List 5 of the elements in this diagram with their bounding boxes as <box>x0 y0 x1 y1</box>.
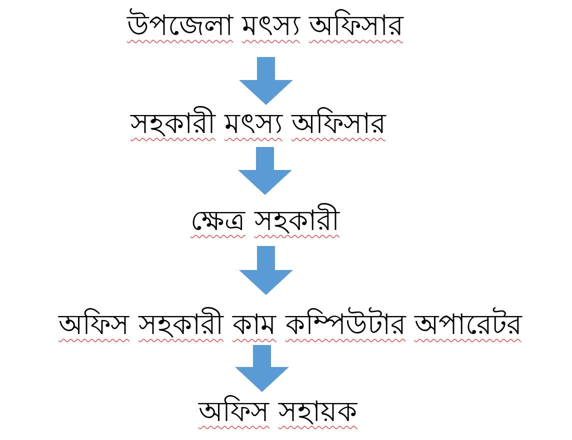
job-title: সহকারী মৎস্য অফিসার <box>130 106 386 141</box>
job-title: অফিস সহকারী কাম কম্পিউটার অপারেটর <box>58 307 522 342</box>
job-title: ক্ষেত্র সহকারী <box>190 203 340 238</box>
job-title: উপজেলা মৎস্য অফিসার <box>127 8 403 43</box>
job-title: অফিস সহায়ক <box>198 394 358 429</box>
